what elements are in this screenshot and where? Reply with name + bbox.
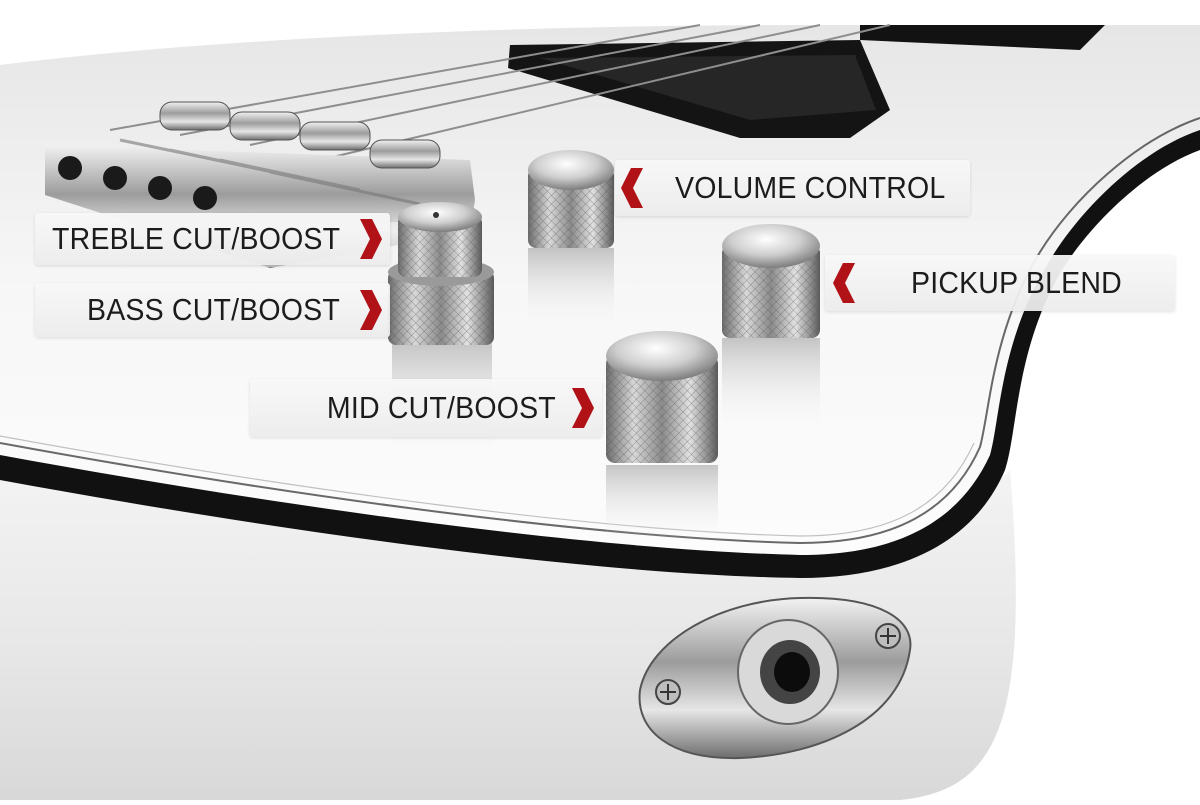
mid-cut-boost-label: MID CUT/BOOST (327, 390, 556, 425)
bass-cut-boost-label: BASS CUT/BOOST (87, 292, 340, 327)
chevron-icon (833, 263, 855, 303)
chevron-icon (360, 219, 382, 259)
pickup-blend-callout: PICKUP BLEND (825, 255, 1175, 311)
volume-control-callout: VOLUME CONTROL (615, 160, 970, 216)
output-jack (638, 596, 912, 760)
bass-cut-boost-callout: BASS CUT/BOOST (35, 283, 390, 337)
pickup-neck (860, 25, 1105, 50)
treble-cut-boost-callout: TREBLE CUT/BOOST (35, 213, 390, 265)
treble-cut-boost-label: TREBLE CUT/BOOST (51, 221, 340, 256)
chevron-icon (621, 168, 643, 208)
mid-cut-boost-callout: MID CUT/BOOST (250, 379, 602, 437)
pickup-blend-label: PICKUP BLEND (911, 265, 1122, 300)
chevron-icon (360, 290, 382, 330)
mid-knob (606, 331, 718, 463)
volume-control-label: VOLUME CONTROL (675, 170, 946, 205)
chevron-icon (572, 388, 594, 428)
treble-bass-stacked-knob (388, 202, 494, 345)
volume-knob (528, 150, 614, 248)
pickup-blend-knob (722, 224, 820, 338)
